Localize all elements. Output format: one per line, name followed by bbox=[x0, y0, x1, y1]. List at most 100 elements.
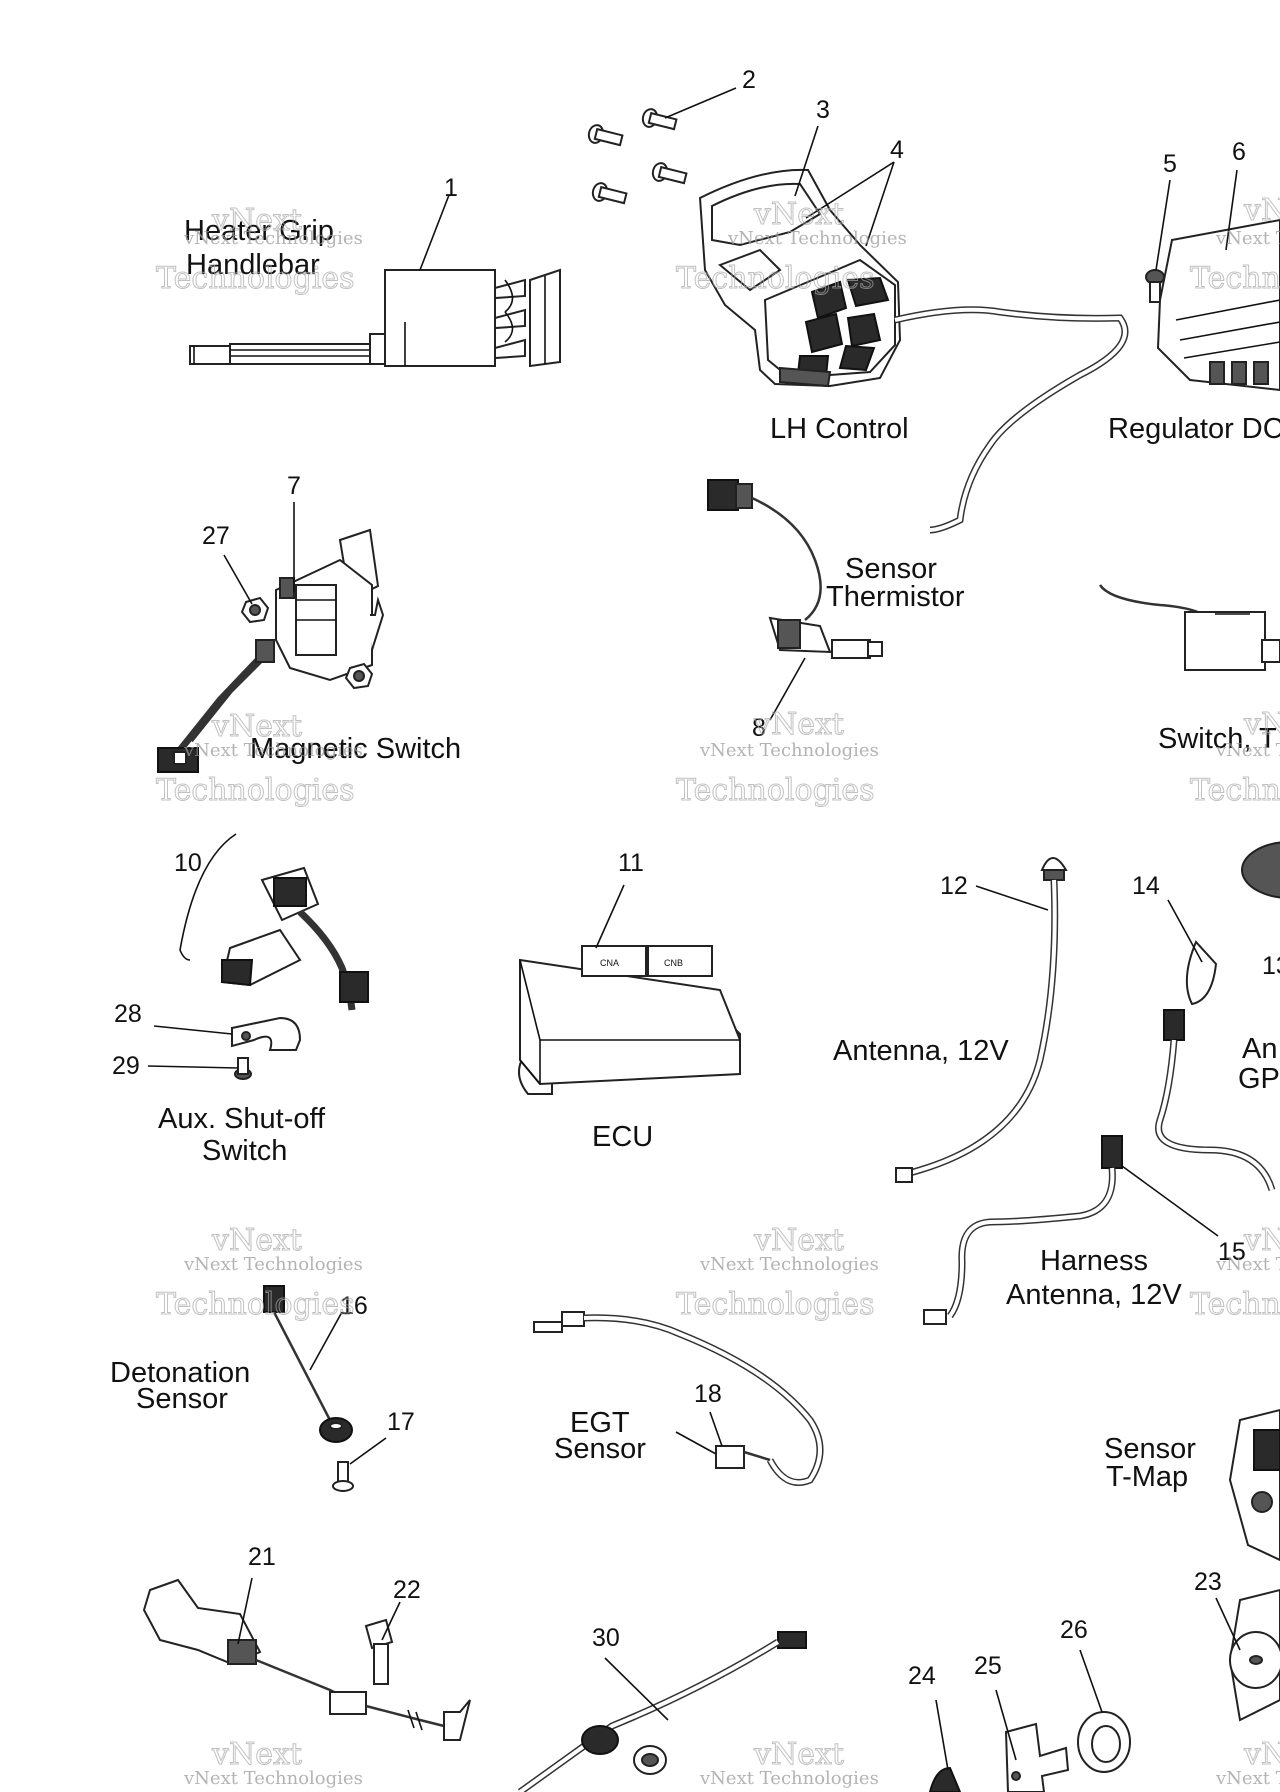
callout-30: 30 bbox=[592, 1624, 620, 1652]
caption-gps-antenna-line2: GP bbox=[1238, 1063, 1280, 1095]
caption-tmap-line1: Sensor bbox=[1104, 1433, 1196, 1465]
callout-15: 15 bbox=[1218, 1238, 1246, 1266]
svg-text:vNext Technologies: vNext Technologies bbox=[1215, 740, 1280, 761]
caption-aux-shutoff-line1: Aux. Shut-off bbox=[158, 1103, 326, 1135]
callout-23: 23 bbox=[1194, 1568, 1222, 1596]
svg-text:vNext Technologies: vNext Technologies bbox=[699, 1768, 879, 1789]
svg-text:Technologies: Technologies bbox=[676, 1287, 875, 1322]
callout-21: 21 bbox=[248, 1543, 276, 1571]
caption-antenna-12v: Antenna, 12V bbox=[833, 1035, 1009, 1067]
svg-text:Technologies: Technologies bbox=[676, 773, 875, 808]
part-sensor-21 bbox=[142, 1578, 471, 1741]
caption-ecu: ECU bbox=[592, 1121, 653, 1153]
part-egt-sensor bbox=[533, 1311, 824, 1486]
ecu-connector-a-label: CNA bbox=[600, 958, 619, 968]
watermark-8: vNext vNext Technologies Technologies bbox=[676, 1223, 879, 1323]
part-cap-24 bbox=[928, 1766, 962, 1792]
part-harness-antenna bbox=[923, 1135, 1123, 1325]
callout-3: 3 bbox=[816, 96, 830, 124]
callout-13: 13 bbox=[1262, 952, 1280, 980]
svg-text:vNext: vNext bbox=[753, 1737, 844, 1772]
svg-text:Technologies: Technologies bbox=[1190, 773, 1280, 808]
leader-lines bbox=[147, 87, 1241, 1771]
part-screws bbox=[587, 108, 688, 205]
caption-harness-antenna-line2: Antenna, 12V bbox=[1006, 1279, 1182, 1311]
svg-text:vNext Technologies: vNext Technologies bbox=[183, 1768, 363, 1789]
svg-text:vNext: vNext bbox=[1243, 193, 1280, 228]
callout-7: 7 bbox=[287, 472, 301, 500]
part-lh-control-housing bbox=[698, 168, 902, 388]
svg-text:Technologies: Technologies bbox=[1190, 1287, 1280, 1322]
svg-text:vNext: vNext bbox=[211, 1737, 302, 1772]
caption-sensor-thermistor-line1: Sensor bbox=[845, 553, 937, 585]
part-detonation-sensor bbox=[263, 1285, 353, 1443]
component-captions: Heater Grip Handlebar LH Control Regulat… bbox=[110, 215, 1280, 1493]
watermark-7: vNext vNext Technologies Technologies bbox=[156, 1223, 363, 1323]
watermark-12: vNext vNext Technologies bbox=[1215, 1737, 1280, 1790]
part-lh-control-cable bbox=[894, 306, 1129, 534]
svg-text:vNext: vNext bbox=[1243, 707, 1280, 742]
watermark-6: vNext vNext Technologies Technologies bbox=[1190, 707, 1280, 809]
part-key-switch-23 bbox=[1228, 1588, 1280, 1722]
part-nut-lower bbox=[344, 662, 374, 690]
callout-28: 28 bbox=[114, 1000, 142, 1028]
callout-1: 1 bbox=[444, 174, 458, 202]
svg-text:Technologies: Technologies bbox=[156, 261, 355, 296]
watermark-5: vNext vNext Technologies Technologies bbox=[676, 707, 879, 809]
bracket-brace-10 bbox=[179, 833, 237, 961]
caption-heater-grip-line2: Handlebar bbox=[186, 249, 320, 281]
callout-2: 2 bbox=[742, 66, 756, 94]
caption-harness-antenna-line1: Harness bbox=[1040, 1245, 1148, 1277]
caption-aux-shutoff-line2: Switch bbox=[202, 1135, 287, 1167]
callout-11: 11 bbox=[618, 849, 644, 877]
part-key-25 bbox=[1004, 1722, 1070, 1792]
part-bolt-22 bbox=[364, 1618, 394, 1685]
part-cable-tie-14 bbox=[1185, 940, 1218, 1006]
caption-heater-grip-line1: Heater Grip bbox=[184, 215, 334, 247]
svg-text:Technologies: Technologies bbox=[1190, 261, 1280, 296]
caption-egt-line2: Sensor bbox=[554, 1433, 646, 1465]
watermark-2: vNext vNext Technologies Technologies bbox=[676, 197, 907, 297]
callout-18: 18 bbox=[694, 1380, 722, 1408]
caption-tmap-line2: T-Map bbox=[1106, 1461, 1188, 1493]
part-tmap-sensor bbox=[1228, 1408, 1280, 1562]
caption-sensor-thermistor-line2: Thermistor bbox=[826, 581, 965, 613]
part-sensor-thermistor bbox=[707, 479, 883, 659]
watermark-9: vNext vNext Technologies Technologies bbox=[1190, 1223, 1280, 1323]
watermark-11: vNext vNext Technologies bbox=[699, 1737, 879, 1790]
callout-6: 6 bbox=[1232, 138, 1246, 166]
watermark-1: vNext vNext Technologies Technologies bbox=[156, 203, 363, 297]
part-screw-29 bbox=[234, 1057, 252, 1080]
svg-text:vNext Technologies: vNext Technologies bbox=[699, 740, 879, 761]
callout-numbers: 1 2 3 4 5 6 7 8 10 11 12 13 14 15 16 17 … bbox=[112, 66, 1280, 1690]
part-magnetic-switch bbox=[157, 528, 385, 773]
part-nut-27 bbox=[240, 596, 270, 624]
callout-16: 16 bbox=[340, 1292, 368, 1320]
svg-text:Technologies: Technologies bbox=[156, 1287, 355, 1322]
callout-14: 14 bbox=[1132, 872, 1160, 900]
svg-text:vNext: vNext bbox=[211, 203, 302, 238]
svg-text:Technologies: Technologies bbox=[676, 261, 875, 296]
caption-gps-antenna-line1: An bbox=[1242, 1033, 1277, 1065]
svg-text:vNext: vNext bbox=[211, 709, 302, 744]
callout-26: 26 bbox=[1060, 1616, 1088, 1644]
callout-10: 10 bbox=[174, 849, 202, 877]
watermark-3: vNext vNext Technologies Technologies bbox=[1190, 193, 1280, 297]
svg-text:vNext Technologies: vNext Technologies bbox=[727, 228, 907, 249]
svg-text:vNext: vNext bbox=[1243, 1737, 1280, 1772]
caption-switch-t: Switch, T bbox=[1158, 723, 1277, 755]
svg-text:vNext: vNext bbox=[753, 197, 844, 232]
callout-24: 24 bbox=[908, 1662, 936, 1690]
part-aux-shutoff-switch bbox=[220, 866, 369, 1011]
part-harness-30 bbox=[517, 1631, 807, 1792]
svg-text:vNext: vNext bbox=[753, 707, 844, 742]
callout-25: 25 bbox=[974, 1652, 1002, 1680]
caption-lh-control: LH Control bbox=[770, 413, 909, 445]
svg-text:vNext Technologies: vNext Technologies bbox=[183, 228, 363, 249]
callout-17: 17 bbox=[387, 1408, 415, 1436]
watermark-4: vNext vNext Technologies Technologies bbox=[156, 709, 363, 809]
watermark-10: vNext vNext Technologies bbox=[183, 1737, 363, 1790]
caption-regulator: Regulator DC bbox=[1108, 413, 1280, 445]
caption-magnetic-switch: Magnetic Switch bbox=[250, 733, 461, 765]
